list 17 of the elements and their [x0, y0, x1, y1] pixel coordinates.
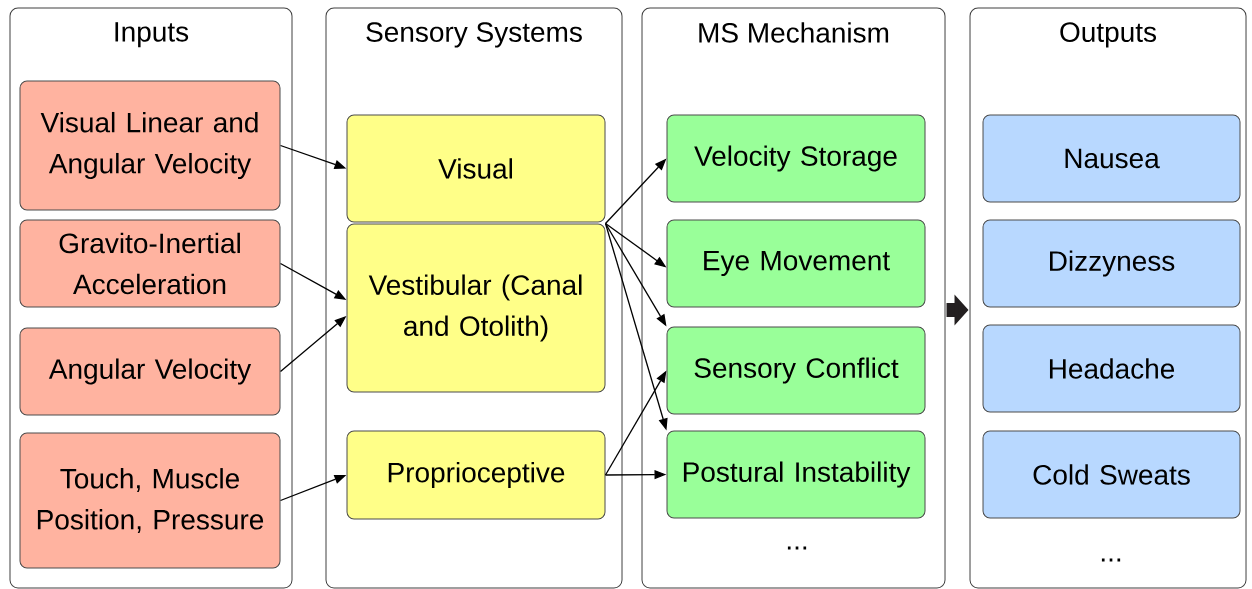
- process-box: Proprioceptive: [346, 430, 606, 520]
- process-box: Headache: [982, 324, 1241, 413]
- ellipsis-text: ...: [787, 546, 807, 550]
- process-box: Eye Movement: [666, 219, 926, 308]
- process-box: Postural Instability: [666, 430, 926, 519]
- process-box: Cold Sweats: [982, 430, 1241, 519]
- process-box: Sensory Conflict: [666, 326, 926, 415]
- process-box: Angular Velocity: [19, 327, 281, 416]
- process-box: Visual Linear and Angular Velocity: [19, 80, 281, 211]
- process-box: Dizzyness: [982, 219, 1241, 308]
- process-box: Visual: [346, 114, 606, 223]
- ellipsis-text: ...: [1101, 558, 1121, 562]
- process-box: Nausea: [982, 114, 1241, 203]
- process-box: Touch, Muscle Position, Pressure: [19, 432, 281, 569]
- process-box: Velocity Storage: [666, 114, 926, 203]
- process-box: Gravito-Inertial Acceleration: [19, 219, 281, 308]
- process-box: Vestibular (Canal and Otolith): [346, 223, 606, 393]
